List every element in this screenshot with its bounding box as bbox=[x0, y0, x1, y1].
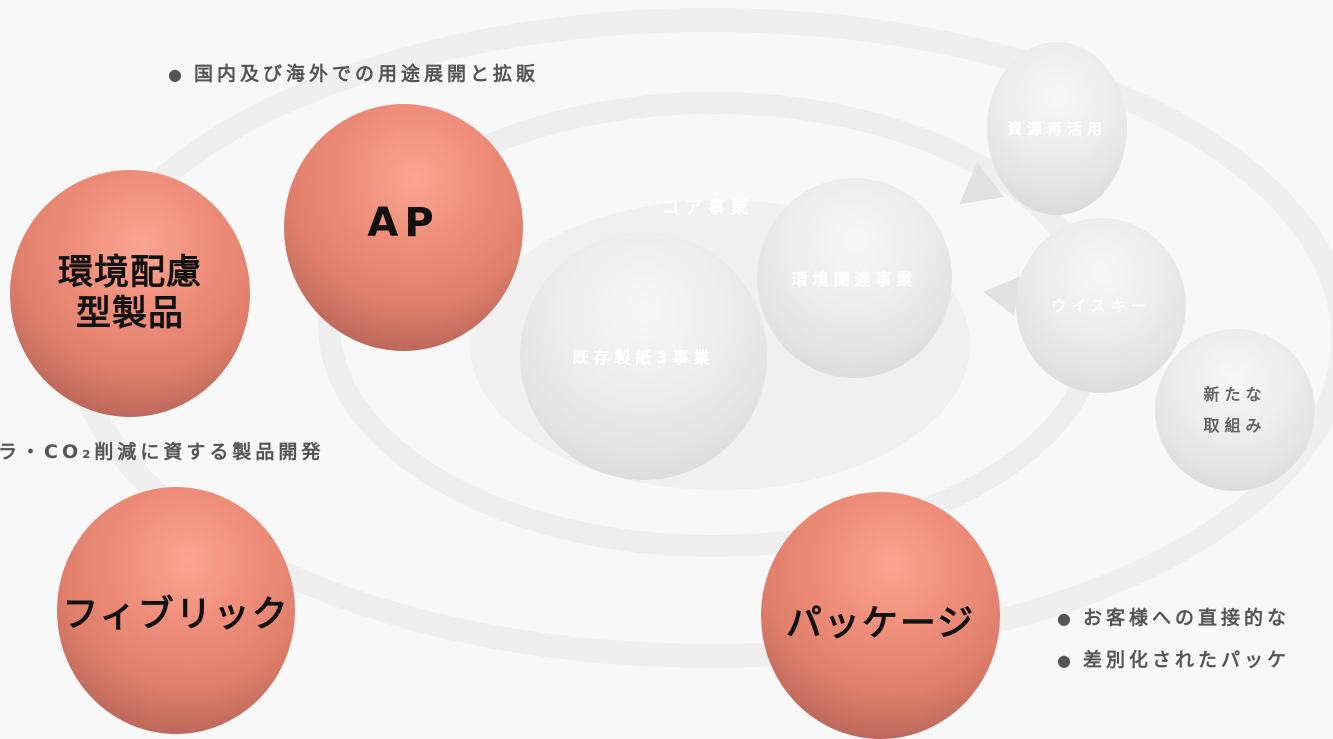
resource-reuse-sphere: 資源再活用 bbox=[987, 42, 1127, 215]
package-sphere: パッケージ bbox=[761, 492, 1000, 739]
bullet-customer-text: お客様への直接的な bbox=[1082, 607, 1290, 629]
fibric-sphere: フィブリック bbox=[57, 487, 295, 734]
whisky-arrow-icon bbox=[980, 271, 1020, 317]
whisky-label: ウイスキー bbox=[1051, 297, 1151, 315]
env-related-business-label: 環境関連事業 bbox=[791, 270, 918, 289]
new-efforts-label-line2: 取組み bbox=[1203, 416, 1267, 435]
environment-product-sphere: 環境配慮 型製品 bbox=[10, 170, 250, 417]
bullet-overseas-text: 国内及び海外での用途展開と拡販 bbox=[193, 63, 539, 85]
bullet-co2-text: ラ・CO₂削減に資する製品開発 bbox=[0, 441, 325, 463]
ap-label: AP bbox=[367, 199, 440, 246]
new-efforts-label-line1: 新たな bbox=[1203, 384, 1267, 404]
ap-sphere: AP bbox=[284, 104, 523, 351]
bullet-dot-icon: ● bbox=[1057, 651, 1075, 670]
existing-business-sphere: 既存製紙3事業 bbox=[520, 232, 767, 480]
bullet-dot-icon: ● bbox=[1057, 609, 1075, 628]
bullet-customer: ● お客様への直接的な bbox=[1057, 603, 1290, 630]
core-business-label: コア事業 bbox=[662, 198, 754, 218]
bullet-co2: ラ・CO₂削減に資する製品開発 bbox=[0, 437, 324, 464]
fibric-label: フィブリック bbox=[62, 593, 290, 635]
bullet-package-diff: ● 差別化されたパッケ bbox=[1057, 645, 1290, 672]
resource-reuse-label: 資源再活用 bbox=[1006, 120, 1107, 138]
bullet-dot-icon: ● bbox=[168, 65, 186, 84]
bullet-overseas: ● 国内及び海外での用途展開と拡販 bbox=[168, 59, 539, 86]
env-related-business-sphere: 環境関連事業 bbox=[757, 178, 952, 378]
environment-product-line1: 環境配慮 bbox=[57, 252, 202, 293]
whisky-sphere: ウイスキー bbox=[1016, 218, 1186, 393]
environment-product-line2: 型製品 bbox=[75, 293, 184, 334]
new-efforts-sphere: 新たな 取組み bbox=[1155, 329, 1315, 491]
existing-business-label: 既存製紙3事業 bbox=[572, 348, 715, 367]
bullet-package-diff-text: 差別化されたパッケ bbox=[1082, 649, 1290, 671]
package-label: パッケージ bbox=[785, 602, 976, 644]
